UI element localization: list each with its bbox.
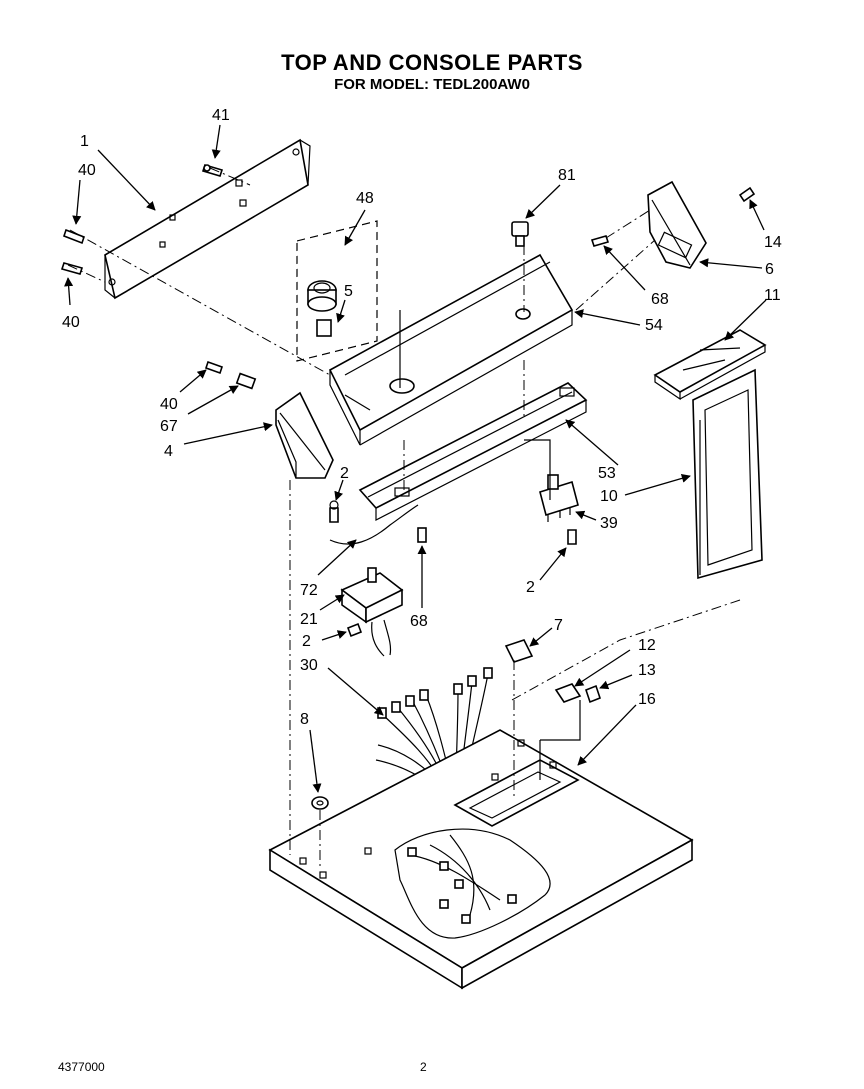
screw-part-68-upper [590,235,610,247]
callout-72: 72 [300,582,318,599]
screw-part-2-upper [329,500,339,523]
timer-knob-part-5 [307,280,337,337]
screw-part-40-mid [204,360,224,375]
callout-8: 8 [300,711,309,728]
page-number: 2 [420,1060,427,1074]
callout-2-lower: 2 [302,633,311,650]
callout-11: 11 [764,287,781,304]
callout-6: 6 [765,261,774,278]
end-bracket-part-4 [275,391,334,479]
wire-connector-part-67 [235,372,257,390]
diagram-title: TOP AND CONSOLE PARTS [281,50,583,75]
callout-67: 67 [160,418,178,435]
callout-48: 48 [356,190,374,207]
callout-21: 21 [300,611,318,628]
grommet-part-8 [311,796,329,810]
callout-40-mid: 40 [160,396,178,413]
screw-part-40-lower [60,262,84,275]
callout-16: 16 [638,691,656,708]
connector-part-7 [504,639,534,663]
screw-part-2-lower [346,622,363,638]
screw-part-14 [738,186,756,203]
callout-4: 4 [164,443,173,460]
end-cap-part-6 [647,180,707,269]
callout-7: 7 [554,617,563,634]
console-panel-part-54 [328,253,574,446]
switch-part-39 [539,474,579,522]
callout-30: 30 [300,657,318,674]
callout-40-upper: 40 [78,162,96,179]
knob-part-81 [511,221,529,247]
wire-part-72 [329,504,419,545]
screw-part-2-right [567,529,577,545]
clip-part-12 [554,683,582,703]
screw-part-41 [201,164,224,177]
callout-13: 13 [638,662,656,679]
callout-12: 12 [638,637,656,654]
callout-2-upper: 2 [340,465,349,482]
timer-part-21 [340,567,404,657]
callout-41: 41 [212,107,230,124]
console-channel-part-53 [358,382,588,521]
model-subtitle: FOR MODEL: TEDL200AW0 [334,76,530,93]
callout-68-upper: 68 [651,291,669,308]
callout-40-lower: 40 [62,314,80,331]
screw-part-13 [585,684,601,704]
callout-53: 53 [598,465,616,482]
callout-14: 14 [764,234,782,251]
callout-10: 10 [600,488,618,505]
callout-68-lower: 68 [410,613,428,630]
console-frame-part-10 [692,368,763,580]
clip-part-68-lower [417,527,427,543]
callout-54: 54 [645,317,663,334]
main-top-part-16 [268,729,694,990]
callout-1: 1 [80,133,89,150]
lens-part-11 [653,329,767,401]
document-number: 4377000 [58,1060,105,1074]
callout-81: 81 [558,167,576,184]
callout-5: 5 [344,283,353,300]
callout-2-right: 2 [526,579,535,596]
rear-bracket-part-1 [104,138,311,300]
callout-39: 39 [600,515,618,532]
